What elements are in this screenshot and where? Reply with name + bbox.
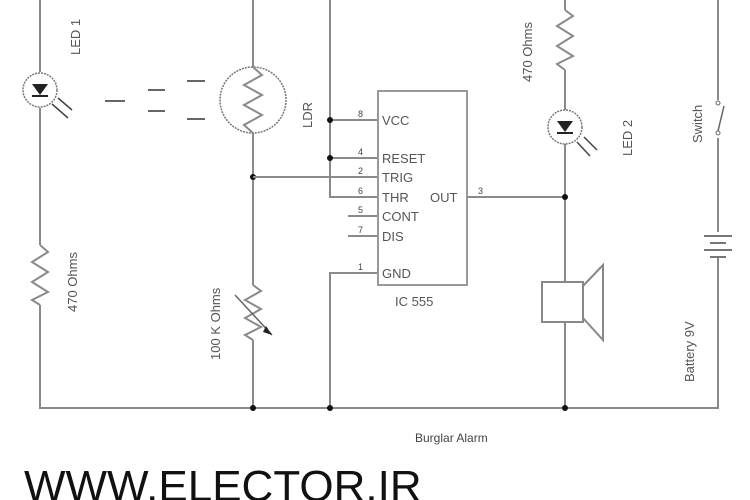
speaker-icon — [541, 262, 604, 343]
battery-icon — [700, 232, 736, 258]
pin-num: 6 — [358, 186, 363, 196]
diagram-title: Burglar Alarm — [415, 431, 488, 445]
led2-label: LED 2 — [620, 120, 635, 156]
light-beam-icon — [105, 80, 205, 120]
watermark-url: WWW.ELECTOR.IR — [24, 462, 422, 500]
pin-gnd-label: GND — [382, 266, 411, 281]
pin-thr-label: THR — [382, 190, 409, 205]
pin-num: 7 — [358, 225, 363, 235]
ldr-label: LDR — [300, 102, 315, 128]
pin-num: 4 — [358, 147, 363, 157]
pot-label: 100 K Ohms — [208, 287, 223, 360]
pin-num: 1 — [358, 262, 363, 272]
ic-555-box — [377, 90, 468, 286]
pin-dis-label: DIS — [382, 229, 404, 244]
ic-label: IC 555 — [395, 294, 433, 309]
resistor2-icon — [555, 9, 576, 71]
resistor1-icon — [29, 244, 51, 306]
pin-reset-label: RESET — [382, 151, 425, 166]
switch-label: Switch — [690, 105, 705, 143]
resistor1-label: 470 Ohms — [65, 252, 80, 312]
led1-icon — [22, 72, 73, 119]
pin-num: 5 — [358, 205, 363, 215]
led1-label: LED 1 — [68, 19, 83, 55]
pin-out-label: OUT — [430, 190, 458, 205]
potentiometer-icon — [234, 284, 273, 341]
left-wire — [39, 0, 719, 409]
output-wire — [467, 0, 566, 408]
battery-label: Battery 9V — [682, 321, 697, 382]
switch-icon — [712, 100, 725, 138]
pin-vcc-label: VCC — [382, 113, 409, 128]
pin-num: 8 — [358, 109, 363, 119]
resistor2-label: 470 Ohms — [520, 22, 535, 82]
pin-cont-label: CONT — [382, 209, 419, 224]
ldr-icon — [219, 66, 287, 134]
vcc-wire — [253, 0, 378, 408]
pin-num: 2 — [358, 166, 363, 176]
led2-icon — [547, 109, 598, 157]
pin-trig-label: TRIG — [382, 170, 413, 185]
pin-num: 3 — [478, 186, 483, 196]
